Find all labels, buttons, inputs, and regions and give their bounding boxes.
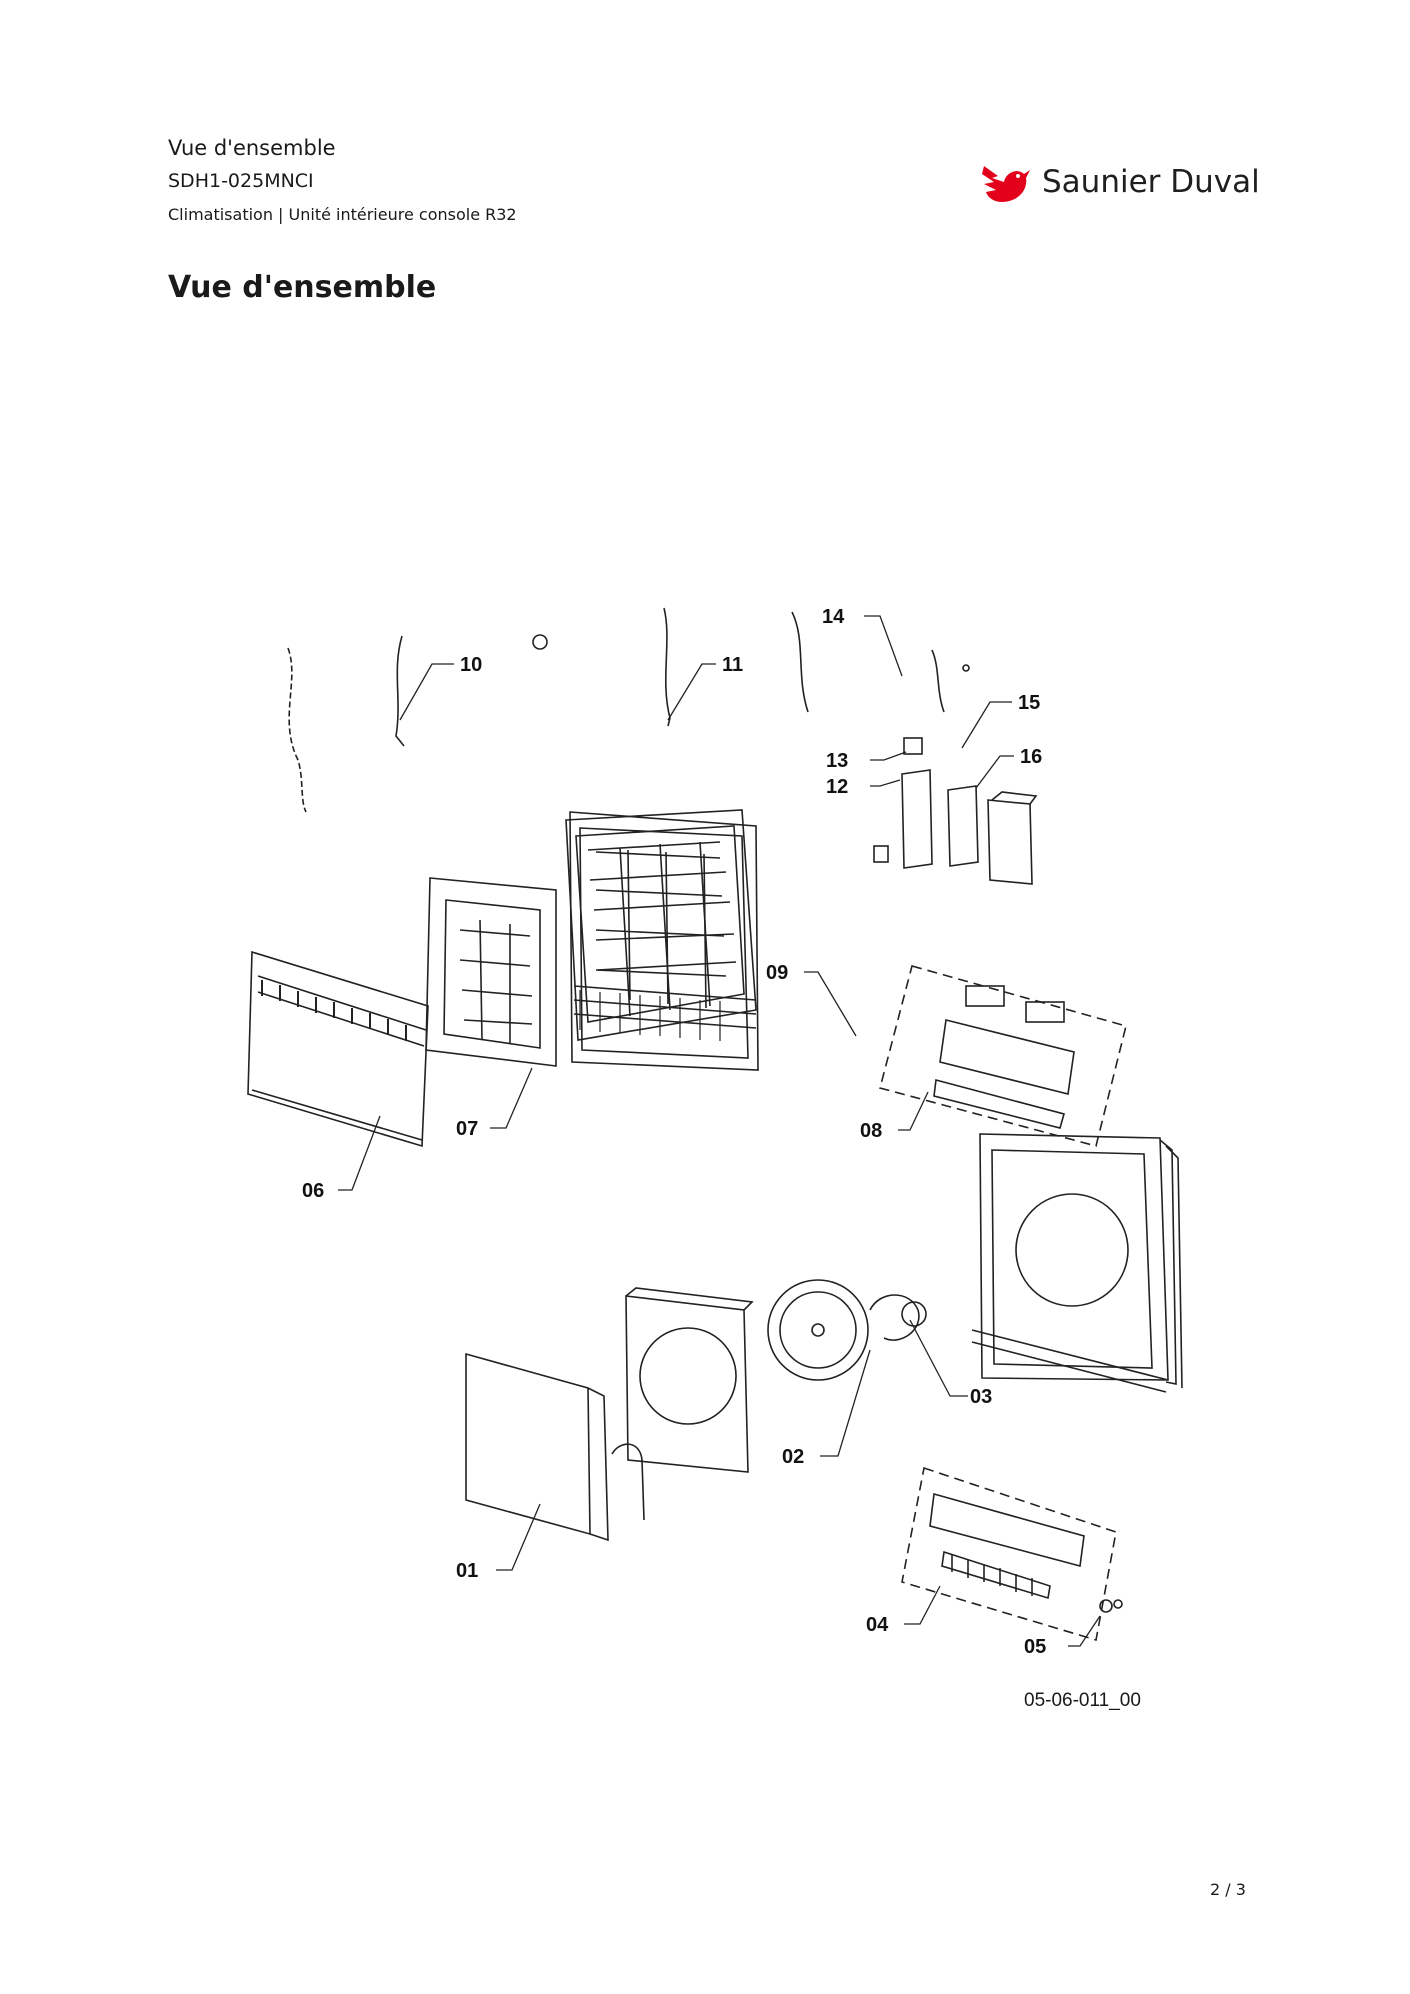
callout-09: 09 — [766, 962, 788, 984]
brand-logo: Saunier Duval — [978, 156, 1278, 212]
callout-10: 10 — [460, 654, 482, 676]
callout-12: 12 — [826, 776, 848, 798]
callout-16: 16 — [1020, 746, 1042, 768]
callout-02: 02 — [782, 1446, 804, 1468]
callout-06: 06 — [302, 1180, 324, 1202]
model-number: SDH1-025MNCI — [168, 170, 314, 192]
document-title: Vue d'ensemble — [168, 136, 336, 160]
page-number: 2 / 3 — [1210, 1880, 1246, 1899]
callout-11: 11 — [722, 654, 743, 676]
callout-08: 08 — [860, 1120, 882, 1142]
callout-13: 13 — [826, 750, 848, 772]
callout-07: 07 — [456, 1118, 478, 1140]
document-subtitle: Climatisation | Unité intérieure console… — [168, 205, 517, 224]
callout-04: 04 — [866, 1614, 889, 1636]
callout-01: 01 — [456, 1560, 478, 1582]
brand-name: Saunier Duval — [1042, 164, 1260, 200]
callout-14: 14 — [822, 606, 845, 628]
bird-logo-icon — [982, 166, 1030, 202]
page-heading: Vue d'ensemble — [168, 270, 437, 305]
callout-15: 15 — [1018, 692, 1040, 714]
drawing-reference: 05-06-011_00 — [1024, 1690, 1141, 1711]
callout-05: 05 — [1024, 1636, 1046, 1658]
callout-03: 03 — [970, 1386, 992, 1408]
exploded-view-diagram: 10 11 14 15 16 13 12 09 08 07 06 03 02 0… — [247, 606, 1183, 1658]
